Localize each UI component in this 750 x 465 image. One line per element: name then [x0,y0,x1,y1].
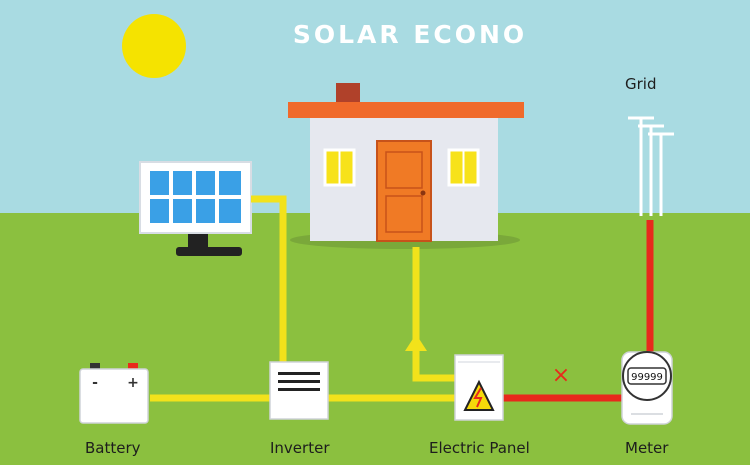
meter-reading: 99999 [631,372,663,383]
meter-icon: 99999 [621,351,673,425]
grid-label: Grid [625,75,657,93]
grass [0,213,750,465]
panel-house-wire [412,247,455,382]
high-voltage-icon [463,379,495,411]
inverter-label: Inverter [270,439,330,457]
inverter-icon [269,361,329,420]
electric-panel-icon [454,354,504,421]
battery-negative: - [92,375,98,391]
flow-arrow-icon [405,334,427,351]
sun-icon [122,14,186,78]
blocked-marker: × [552,363,570,388]
grid-pole-icon [628,116,674,216]
battery-icon: - + [79,363,149,424]
house-icon [288,83,524,249]
meter-label: Meter [625,439,669,457]
battery-positive: + [127,375,139,391]
electric-panel-label: Electric Panel [429,439,530,457]
solar-wire [251,195,287,362]
solar-panel-icon [139,161,252,256]
battery-label: Battery [85,439,141,457]
app-title: SOLAR ECONO [292,20,528,49]
